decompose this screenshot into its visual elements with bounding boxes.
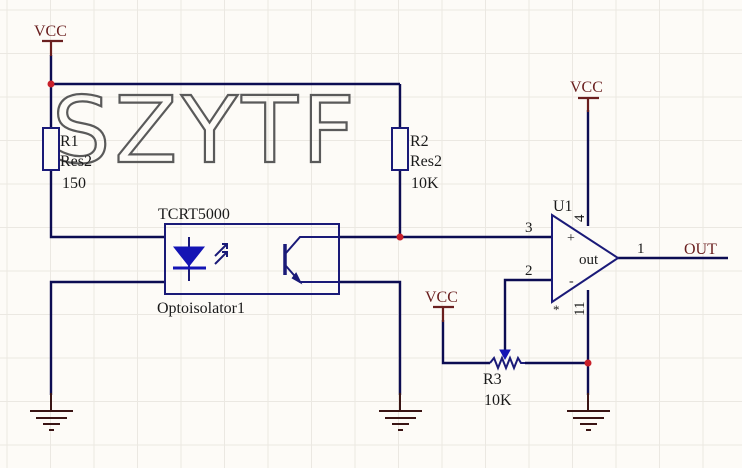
vcc-bar [578,96,599,112]
r1-designator: R1 [60,133,79,150]
r3-value: 10K [484,392,512,409]
r2-value: 10K [411,175,439,192]
ground-symbol-right [567,393,610,431]
led-icon [172,237,228,281]
r1-value: 150 [62,175,86,192]
wire-led-cathode-to-gnd [49,280,165,395]
vcc-bar [42,39,63,56]
pin-1-label: 1 [637,241,645,257]
potentiometer-r3[interactable]: R3 10K [483,349,525,409]
ground-icon [30,393,73,431]
opamp-triangle [551,213,620,304]
vcc-label: VCC [425,289,458,306]
resistor-body [42,127,60,171]
pin-2-label: 2 [525,263,533,279]
pot-wiper-arrow [499,349,511,361]
vcc-label: VCC [570,79,603,96]
pin-3-label: 3 [525,220,533,236]
wires [49,55,728,395]
r2-type: Res2 [410,153,442,170]
wire-r1-to-led [49,170,165,239]
junction-dot [584,359,592,367]
opamp-u1[interactable]: U1 out + - * 3 2 1 4 11 [525,198,645,317]
resistor-r1[interactable]: R1 Res2 150 [42,127,92,192]
vcc-label: VCC [34,23,67,40]
vcc-port-opamp: VCC [570,79,603,112]
optoisolator[interactable]: TCRT5000 Optoisolator1 [157,206,340,317]
ground-icon [379,393,422,431]
ground-symbol-left [30,393,73,431]
u1-designator: U1 [553,198,573,215]
u1-star: * [553,302,560,317]
vcc-port-pot: VCC [425,289,458,322]
watermark-text: SZYTF [52,77,359,184]
vcc-port-left: VCC [34,23,67,56]
r2-designator: R2 [410,133,429,150]
r1-type: Res2 [60,153,92,170]
pot-zigzag [489,355,525,371]
pin-4-label: 4 [572,214,588,222]
u1-minus-sign: - [569,274,574,289]
wire-opamp-minus-to-wiper [503,278,552,350]
u1-body-label: out [579,252,599,268]
ground-icon [567,393,610,431]
opto-body [164,223,340,295]
r3-designator: R3 [483,371,502,388]
junction-dot [47,80,55,88]
pin-11-label: 11 [572,302,588,316]
junction-dot [396,233,404,241]
wire-emitter-to-gnd [339,280,402,395]
phototransistor-icon [283,236,339,285]
u1-plus-sign: + [567,231,575,246]
opto-part-label: TCRT5000 [158,206,230,223]
wire-pot-left [441,320,490,365]
resistor-body [391,127,409,171]
vcc-bar [433,305,454,322]
ground-symbol-mid [379,393,422,431]
net-label-out: OUT [684,241,717,258]
opto-designator: Optoisolator1 [157,300,245,317]
resistor-r2[interactable]: R2 Res2 10K [391,127,442,192]
junctions [47,80,592,367]
